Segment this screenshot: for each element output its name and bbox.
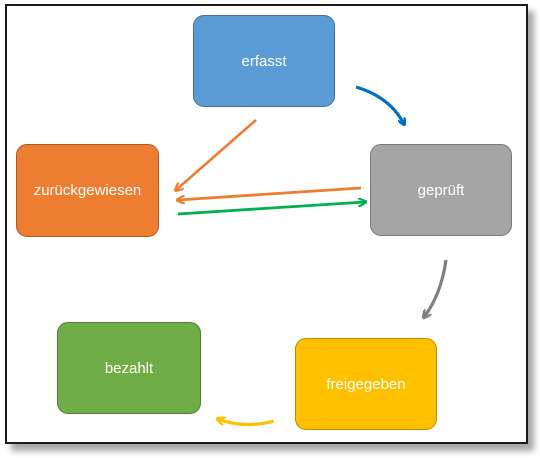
node-freigegeben: freigegeben (295, 338, 437, 430)
node-zurueckgewiesen-label: zurückgewiesen (33, 182, 142, 199)
node-erfasst-label: erfasst (241, 52, 287, 70)
node-geprueft-label: geprüft (417, 181, 465, 199)
node-geprueft: geprüft (370, 144, 512, 236)
node-bezahlt-label: bezahlt (104, 359, 154, 377)
node-freigegeben-label: freigegeben (326, 375, 406, 393)
node-bezahlt: bezahlt (57, 322, 201, 414)
node-zurueckgewiesen: zurückgewiesen (16, 144, 159, 237)
node-erfasst: erfasst (193, 15, 335, 107)
